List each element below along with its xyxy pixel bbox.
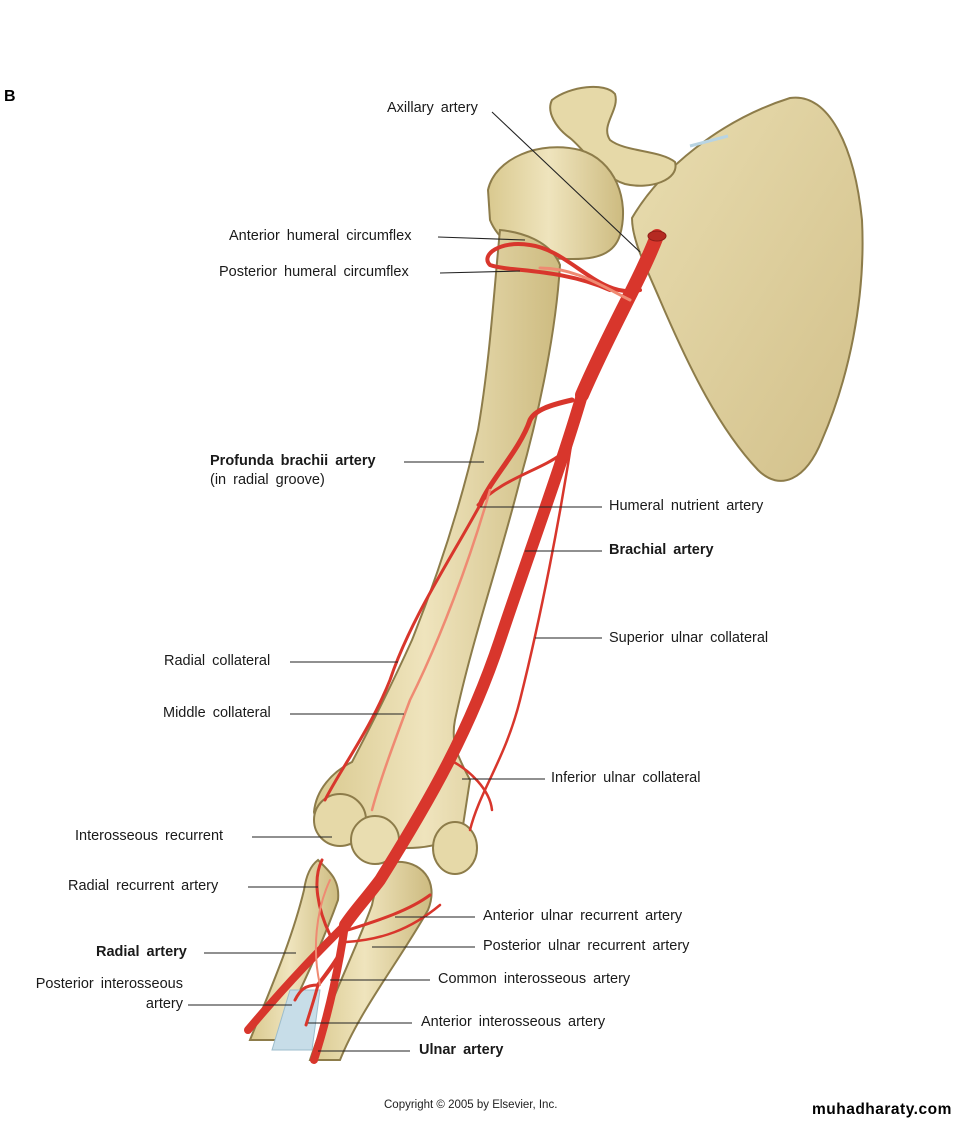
label-radial-artery: Radial artery xyxy=(96,944,187,960)
label-axillary-artery: Axillary artery xyxy=(387,100,478,116)
radial-artery-vessel xyxy=(244,921,349,1034)
label-posterior-interosseous-line1: Posterior interosseous xyxy=(35,976,183,992)
anterior-humeral-circumflex-vessel xyxy=(485,242,642,294)
brachial-artery-vessel xyxy=(339,389,588,931)
leader-lines xyxy=(188,111,641,1052)
leader-post-humeral xyxy=(439,270,521,274)
label-humeral-nutrient: Humeral nutrient artery xyxy=(609,498,764,514)
label-ulnar-artery: Ulnar artery xyxy=(419,1042,504,1058)
watermark: muhadharaty.com xyxy=(812,1101,952,1118)
profunda-brachii-vessel xyxy=(477,397,575,508)
label-brachial-artery: Brachial artery xyxy=(609,542,714,558)
label-anterior-interosseous: Anterior interosseous artery xyxy=(421,1014,606,1030)
label-profunda-sub: (in radial groove) xyxy=(210,472,325,488)
middle-collateral-vessel xyxy=(370,488,492,812)
posterior-ulnar-recurrent-vessel xyxy=(344,903,442,944)
scapula xyxy=(630,96,864,482)
interosseous-membrane xyxy=(271,989,321,1051)
ulnar-artery-vessel xyxy=(310,921,349,1064)
inferior-ulnar-collateral-vessel xyxy=(448,758,494,812)
superior-ulnar-collateral-vessel xyxy=(468,418,577,832)
humeral-nutrient-vessel xyxy=(476,453,562,507)
leader-axillary xyxy=(491,111,641,253)
label-anterior-ulnar-recurrent: Anterior ulnar recurrent artery xyxy=(483,908,683,924)
label-posterior-ulnar-recurrent: Posterior ulnar recurrent artery xyxy=(483,938,690,954)
anterior-interosseous-vessel xyxy=(304,983,320,1027)
label-radial-collateral: Radial collateral xyxy=(164,653,271,669)
axillary-artery-vessel xyxy=(575,229,664,402)
label-superior-ulnar-collateral: Superior ulnar collateral xyxy=(609,630,769,646)
label-profunda-brachii: Profunda brachii artery xyxy=(210,453,376,469)
medial-epicondyle xyxy=(432,821,478,875)
label-radial-recurrent-artery: Radial recurrent artery xyxy=(68,878,219,894)
acromion xyxy=(549,85,677,187)
label-middle-collateral: Middle collateral xyxy=(163,705,271,721)
interosseous-recurrent-vessel xyxy=(314,879,331,986)
arteries xyxy=(244,229,667,1064)
radial-recurrent-vessel xyxy=(315,858,332,937)
anterior-ulnar-recurrent-vessel xyxy=(346,893,432,932)
panel-letter: B xyxy=(4,88,16,105)
coracoid-ligament xyxy=(689,134,729,148)
posterior-interosseous-vessel xyxy=(293,983,320,1002)
label-common-interosseous: Common interosseous artery xyxy=(438,971,631,987)
label-interosseous-recurrent: Interosseous recurrent xyxy=(75,828,224,844)
label-anterior-humeral-circumflex: Anterior humeral circumflex xyxy=(229,228,412,244)
leader-ant-humeral xyxy=(437,236,526,241)
radial-collateral-vessel xyxy=(323,503,482,802)
posterior-humeral-circumflex-vessel xyxy=(538,266,632,302)
label-posterior-interosseous-line2: artery xyxy=(145,996,183,1012)
label-posterior-humeral-circumflex: Posterior humeral circumflex xyxy=(219,264,409,280)
copyright-note: Copyright © 2005 by Elsevier, Inc. xyxy=(384,1099,558,1111)
axillary-artery-cut xyxy=(647,230,667,242)
label-inferior-ulnar-collateral: Inferior ulnar collateral xyxy=(551,770,701,786)
